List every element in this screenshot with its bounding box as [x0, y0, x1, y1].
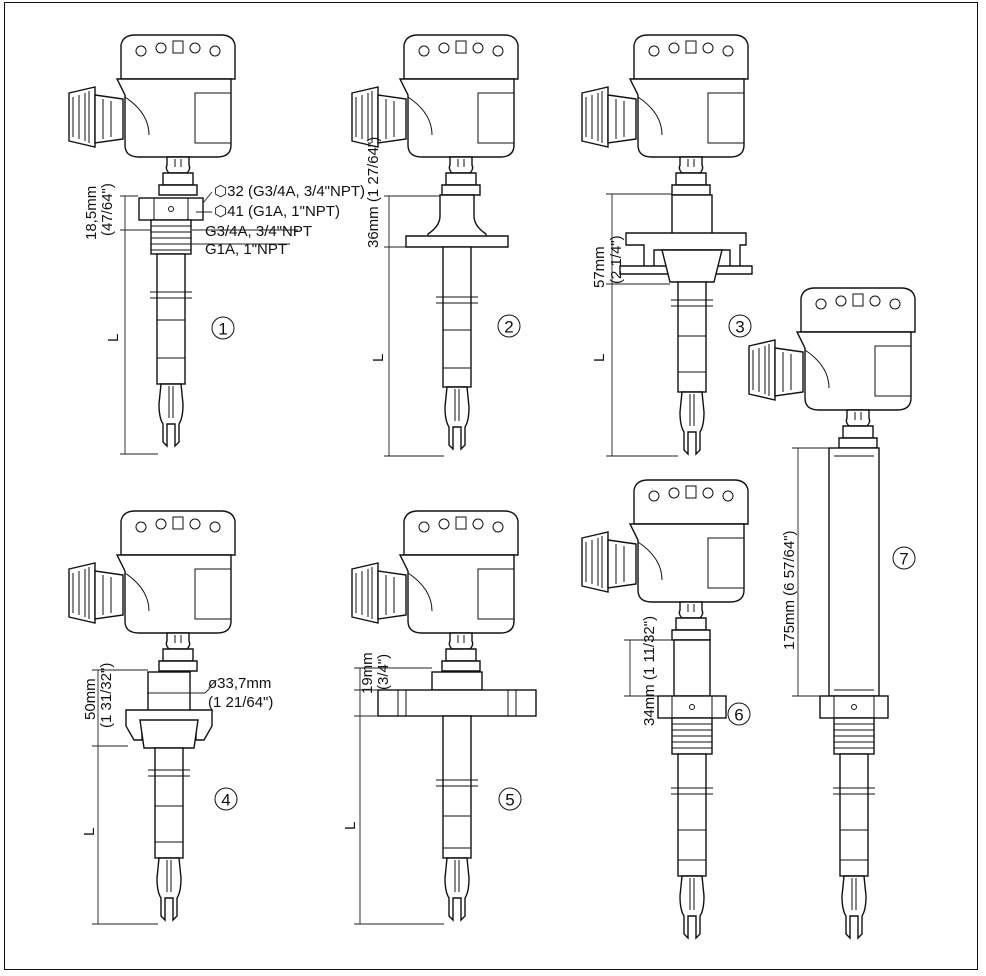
dim-5-length: L	[342, 822, 359, 830]
dim-1-neck: 18,5mm	[83, 186, 100, 240]
dim-1-length: L	[105, 334, 122, 342]
variant-4	[68, 510, 236, 925]
callout-6: 6	[734, 706, 743, 725]
callout-1-circle	[211, 316, 235, 340]
callout-5: 5	[505, 791, 514, 810]
callout-4-circle	[214, 787, 238, 811]
dim-5-neck: 19mm	[359, 652, 376, 694]
note-1-hex41: ⬡41 (G1A, 1"NPT)	[214, 203, 340, 220]
note-1-thread-a: G3/4A, 3/4"NPT	[205, 223, 312, 240]
callout-1: 1	[218, 320, 227, 339]
callout-7: 7	[899, 550, 908, 569]
note-1-thread-b: G1A, 1"NPT	[205, 241, 287, 258]
callout-2-circle	[497, 314, 521, 338]
variant-7	[748, 287, 916, 939]
callout-3: 3	[735, 318, 744, 337]
dim-4-length: L	[81, 828, 98, 836]
dim-2-length: L	[370, 354, 387, 362]
callout-2: 2	[504, 318, 513, 337]
callout-5-circle	[498, 787, 522, 811]
dim-4-neck-in: (1 31/32")	[98, 663, 115, 728]
variant-5	[351, 510, 537, 925]
dim-4-neck: 50mm	[82, 678, 99, 720]
dim-1-neck-in: (47/64")	[99, 183, 116, 236]
dim-4-dia: ø33,7mm	[208, 675, 271, 692]
dim-7-neck: 175mm (6 57/64")	[781, 530, 798, 650]
variant-6	[581, 479, 749, 939]
variant-2	[351, 34, 519, 457]
callout-3-circle	[728, 314, 752, 338]
dim-3-length: L	[591, 354, 608, 362]
variant-1	[68, 34, 298, 455]
dim-3-neck: 57mm	[591, 246, 608, 288]
note-1-hex32: ⬡32 (G3/4A, 3/4"NPT)	[214, 183, 365, 200]
callout-7-circle	[892, 546, 916, 570]
dim-5-neck-in: (3/4")	[375, 654, 392, 690]
dim-3-neck-in: (2 1/4")	[608, 235, 625, 284]
dim-4-dia-in: (1 21/64")	[208, 694, 273, 711]
dim-6-neck: 34mm (1 11/32")	[641, 616, 658, 726]
dim-2-neck: 36mm (1 27/64")	[365, 137, 382, 248]
callout-6-circle	[727, 702, 751, 726]
variant-3	[581, 34, 753, 457]
callout-4: 4	[221, 791, 230, 810]
